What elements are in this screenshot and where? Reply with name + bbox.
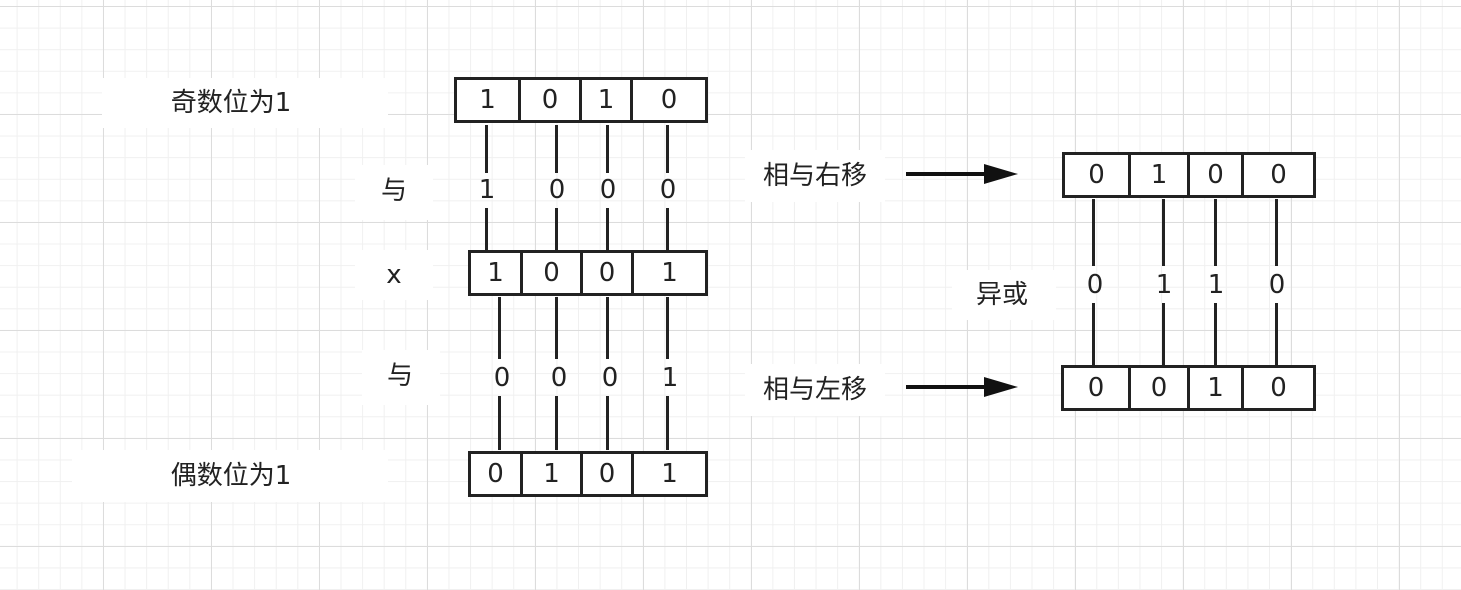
bit-cell: 0 (487, 459, 504, 489)
connector-line (606, 125, 609, 173)
label-background (102, 78, 388, 128)
and-right-shift-label: 相与右移 (762, 161, 868, 191)
label-background (362, 350, 440, 405)
even-bits-label: 偶数位为1 (170, 461, 292, 491)
bit-cell: 0 (1128, 368, 1187, 408)
and-top-result-digit: 1 (478, 175, 496, 205)
bit-cell: 1 (479, 85, 496, 115)
label-background (952, 270, 1056, 320)
connector-line (498, 396, 501, 450)
xor-label: 异或 (975, 280, 1029, 310)
odd-bits-row: 1 0 1 0 (454, 77, 708, 123)
connector-line (485, 125, 488, 173)
bit-cell: 1 (487, 258, 504, 288)
bit-cell: 0 (1087, 373, 1105, 403)
connector-line (666, 208, 669, 250)
right-arrow-icon (906, 164, 1018, 184)
bit-cell: 0 (1241, 155, 1313, 195)
xor-result-digit: 0 (1086, 270, 1104, 300)
connector-line (1214, 303, 1217, 365)
label-background (355, 250, 433, 300)
label-background (355, 165, 433, 220)
bit-cell: 1 (579, 80, 630, 120)
connector-line (1214, 199, 1217, 266)
right-arrow-icon (906, 377, 1018, 397)
bit-cell: 1 (631, 454, 705, 494)
connector-line (498, 297, 501, 359)
bit-cell: 1 (520, 454, 580, 494)
bit-cell: 1 (1187, 368, 1241, 408)
bit-cell: 0 (580, 454, 631, 494)
and-left-shift-label: 相与左移 (762, 375, 868, 405)
connector-line (1275, 303, 1278, 365)
bit-cell: 0 (580, 253, 631, 293)
bit-cell: 0 (630, 80, 705, 120)
xor-result-digit: 1 (1155, 270, 1173, 300)
and-bottom-result-digit: 0 (601, 363, 619, 393)
connector-line (606, 396, 609, 450)
label-background (745, 150, 885, 202)
connector-line (485, 208, 488, 250)
connector-line (666, 125, 669, 173)
x-label: x (386, 260, 402, 290)
and-operator-label-top: 与 (380, 176, 408, 206)
and-bottom-result-digit: 0 (550, 363, 568, 393)
xor-result-digit: 0 (1268, 270, 1286, 300)
connector-line (606, 297, 609, 359)
connector-line (555, 208, 558, 250)
even-bits-row: 0 1 0 1 (468, 451, 708, 497)
label-background (72, 450, 388, 502)
bit-cell: 0 (1187, 155, 1241, 195)
xor-result-digit: 1 (1207, 270, 1225, 300)
bit-cell: 0 (518, 80, 579, 120)
bit-cell: 1 (631, 253, 705, 293)
right-shifted-row: 0 1 0 0 (1062, 152, 1316, 198)
connector-line (555, 125, 558, 173)
and-top-result-digit: 0 (599, 175, 617, 205)
and-top-result-digit: 0 (548, 175, 566, 205)
bit-cell: 0 (1241, 368, 1313, 408)
bit-cell: 0 (520, 253, 580, 293)
odd-bits-label: 奇数位为1 (170, 88, 292, 118)
and-top-result-digit: 0 (659, 175, 677, 205)
left-shifted-row: 0 0 1 0 (1061, 365, 1316, 411)
and-operator-label-bottom: 与 (386, 361, 414, 391)
connector-line (1275, 199, 1278, 266)
connector-line (555, 297, 558, 359)
connector-line (1092, 199, 1095, 266)
connector-line (666, 297, 669, 359)
and-bottom-result-digit: 0 (493, 363, 511, 393)
connector-line (1162, 199, 1165, 266)
connector-line (1162, 303, 1165, 365)
connector-line (1092, 303, 1095, 365)
connector-line (606, 208, 609, 250)
bit-cell: 0 (1088, 160, 1105, 190)
bit-cell: 1 (1128, 155, 1187, 195)
and-bottom-result-digit: 1 (661, 363, 679, 393)
x-bits-row: 1 0 0 1 (468, 250, 708, 296)
connector-line (666, 396, 669, 450)
label-background (745, 364, 885, 416)
connector-line (555, 396, 558, 450)
